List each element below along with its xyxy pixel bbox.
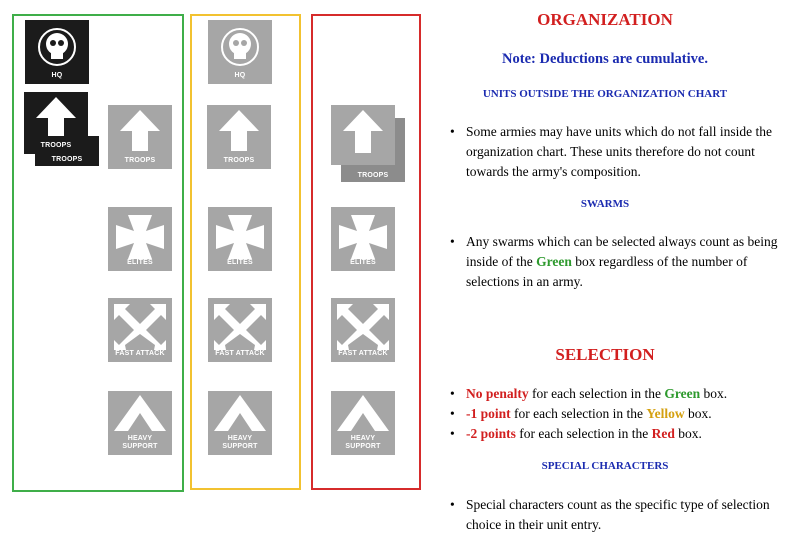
swarms-text-pre: Any swarms which can be selected always …: [466, 234, 778, 269]
tile-label: HQ: [51, 72, 63, 79]
up-arrow-icon: [219, 110, 259, 151]
tile-label: FAST ATTACK: [338, 350, 388, 357]
crossed-arrows-icon: [114, 304, 166, 350]
tile-label: FAST ATTACK: [115, 350, 165, 357]
units-outside-heading: UNITS OUTSIDE THE ORGANIZATION CHART: [482, 88, 728, 100]
penalty-end: box.: [674, 426, 702, 441]
swarms-text-post: box regardless of the number of selectio…: [466, 254, 748, 289]
cross-icon: [216, 215, 264, 259]
penalty-end: box.: [684, 406, 712, 421]
list-item: •-1 point for each selection in the Yell…: [450, 406, 712, 421]
special-characters-text: Special characters count as the specific…: [466, 497, 770, 532]
crossed-arrows-icon: [337, 304, 389, 350]
elites-tile-red: ELITES: [331, 207, 395, 271]
troops-tile-yellow: TROOPS: [207, 105, 271, 169]
fast-attack-tile-green: FAST ATTACK: [108, 298, 172, 362]
up-arrow-icon: [36, 97, 76, 136]
tile-label: HQ: [234, 72, 246, 79]
tile-label-line1: HEAVY: [127, 435, 153, 442]
swarms-list: •Any swarms which can be selected always…: [450, 232, 780, 292]
red-column-box: [311, 14, 421, 490]
tile-label: FAST ATTACK: [215, 350, 265, 357]
list-item: •-2 points for each selection in the Red…: [450, 426, 702, 441]
swarms-heading: SWARMS: [580, 198, 630, 210]
tile-label-line1: HEAVY: [350, 435, 376, 442]
troops-tile-green-2: TROOPS: [108, 105, 172, 169]
skull-icon: [38, 28, 76, 66]
green-column-box: [12, 14, 184, 492]
penalty-text: for each selection in the: [528, 386, 665, 401]
deductions-note: Note: Deductions are cumulative.: [502, 51, 708, 67]
tile-label: TROOPS: [51, 156, 83, 163]
selection-title: SELECTION: [555, 345, 655, 364]
list-item: •Any swarms which can be selected always…: [450, 234, 778, 289]
yellow-column-box: [190, 14, 301, 490]
swarms-green-word: Green: [536, 254, 572, 269]
skull-icon: [221, 28, 259, 66]
penalty-amount: -1 point: [466, 406, 511, 421]
up-arrow-icon: [120, 110, 160, 151]
tile-label: ELITES: [350, 259, 376, 266]
penalty-color-word: Yellow: [646, 406, 685, 421]
penalty-end: box.: [700, 386, 728, 401]
up-arrow-icon: [343, 110, 383, 153]
crossed-arrows-icon: [214, 304, 266, 350]
penalty-color-word: Green: [664, 386, 701, 401]
units-outside-list: •Some armies may have units which do not…: [450, 122, 780, 182]
elites-tile-green: ELITES: [108, 207, 172, 271]
hq-tile-yellow: HQ: [208, 20, 272, 84]
units-outside-text: Some armies may have units which do not …: [466, 124, 772, 179]
special-characters-list: •Special characters count as the specifi…: [450, 495, 780, 535]
selection-list: •No penalty for each selection in the Gr…: [450, 384, 780, 444]
fast-attack-tile-yellow: FAST ATTACK: [208, 298, 272, 362]
tile-label-line2: SUPPORT: [222, 443, 258, 450]
fast-attack-tile-red: FAST ATTACK: [331, 298, 395, 362]
list-item: •No penalty for each selection in the Gr…: [450, 386, 728, 401]
tile-label: TROOPS: [124, 157, 156, 164]
tile-label-line2: SUPPORT: [345, 443, 381, 450]
troops-tile-red: [331, 105, 395, 165]
chevron-up-icon: [337, 395, 389, 431]
chevron-up-icon: [214, 395, 266, 431]
penalty-text: for each selection in the: [510, 406, 647, 421]
chevron-up-icon: [114, 395, 166, 431]
cross-icon: [116, 215, 164, 259]
organization-title: ORGANIZATION: [537, 10, 673, 29]
tile-label-line2: SUPPORT: [122, 443, 158, 450]
hq-tile-green: HQ: [25, 20, 89, 84]
penalty-amount: -2 points: [466, 426, 516, 441]
special-characters-heading: SPECIAL CHARACTERS: [541, 460, 669, 472]
list-item: •Some armies may have units which do not…: [450, 124, 772, 179]
tile-label: ELITES: [127, 259, 153, 266]
tile-label: TROOPS: [357, 172, 389, 179]
penalty-amount: No penalty: [466, 386, 529, 401]
tile-label: TROOPS: [223, 157, 255, 164]
elites-tile-yellow: ELITES: [208, 207, 272, 271]
list-item: •Special characters count as the specifi…: [450, 497, 770, 532]
troops-tile-green: TROOPS: [24, 92, 88, 154]
tile-label: ELITES: [227, 259, 253, 266]
penalty-text: for each selection in the: [515, 426, 652, 441]
tile-label: TROOPS: [40, 142, 72, 149]
tile-label-line1: HEAVY: [227, 435, 253, 442]
penalty-color-word: Red: [651, 426, 675, 441]
cross-icon: [339, 215, 387, 259]
